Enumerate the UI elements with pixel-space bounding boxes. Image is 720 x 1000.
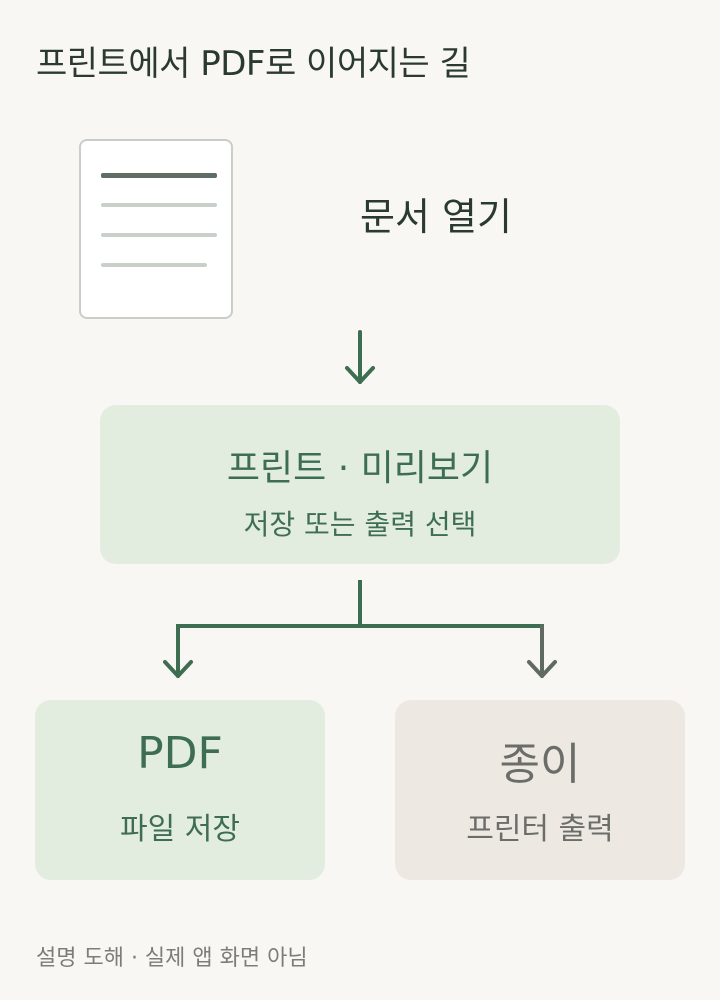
diagram-title: 프린트에서 PDF로 이어지는 길 <box>36 44 471 84</box>
step-open-document: 문서 열기 <box>360 195 512 239</box>
document-text-line <box>101 233 217 237</box>
paper-box: 종이 프린터 출력 <box>395 700 685 880</box>
arrow-down-icon-to-paper <box>527 624 557 678</box>
document-icon <box>79 139 233 319</box>
paper-title: 종이 <box>499 739 581 790</box>
document-text-line <box>101 203 217 207</box>
pdf-title: PDF <box>137 728 223 779</box>
branch-connector <box>176 580 544 628</box>
pdf-box: PDF 파일 저장 <box>35 700 325 880</box>
arrow-down-icon-to-pdf <box>163 624 193 678</box>
arrow-down-icon-open-to-preview <box>345 330 375 384</box>
document-text-line <box>101 263 207 267</box>
footer-note: 설명 도해 · 실제 앱 화면 아님 <box>36 946 308 971</box>
document-heading-line <box>101 173 217 178</box>
paper-subtitle: 프린터 출력 <box>466 812 614 847</box>
print-preview-subtitle: 저장 또는 출력 선택 <box>243 508 477 541</box>
pdf-subtitle: 파일 저장 <box>120 812 240 847</box>
print-preview-title: 프린트 · 미리보기 <box>226 448 494 489</box>
print-preview-box: 프린트 · 미리보기 저장 또는 출력 선택 <box>100 405 620 564</box>
